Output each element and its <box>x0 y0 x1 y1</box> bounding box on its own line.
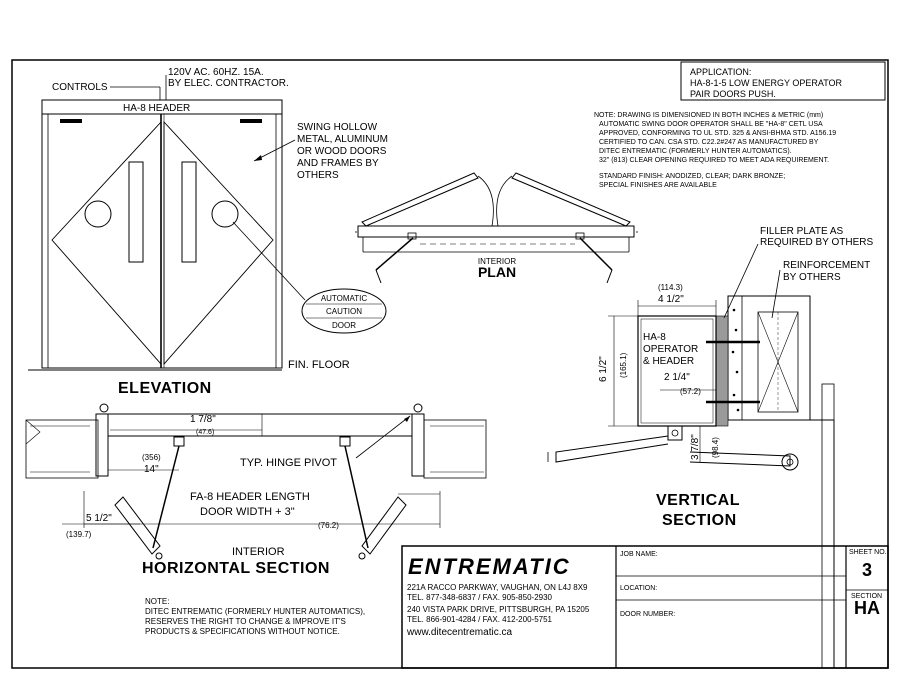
filler-label-2: REQUIRED BY OTHERS <box>760 237 873 248</box>
application-label: APPLICATION: <box>690 67 751 77</box>
dim-165-1: (165.1) <box>619 352 628 378</box>
operator-label-1: HA-8 <box>643 332 666 343</box>
vertical-title-1: VERTICAL <box>656 492 740 509</box>
title-block-fields: JOB NAME: LOCATION: DOOR NUMBER: SHEET N… <box>620 549 887 618</box>
door-note-2: METAL, ALUMINUM <box>297 134 388 145</box>
door-note-1: SWING HOLLOW <box>297 122 378 133</box>
ha8-header-label: HA-8 HEADER <box>123 103 190 114</box>
dim-4-1-2: 4 1/2" <box>658 294 684 305</box>
door-width-label: DOOR WIDTH + 3" <box>200 506 295 518</box>
company-block: ENTREMATIC 221A RACCO PARKWAY, VAUGHAN, … <box>406 554 590 638</box>
sheet-no-label: SHEET NO. <box>849 549 887 556</box>
floor-label: FIN. FLOOR <box>288 359 350 371</box>
note-line-5: DITEC ENTREMATIC (FORMERLY HUNTER AUTOMA… <box>599 148 792 155</box>
footer-note-3: RESERVES THE RIGHT TO CHANGE & IMPROVE I… <box>145 617 346 626</box>
dim-47-6: (47.6) <box>196 429 214 436</box>
dim-14: 14" <box>144 464 159 475</box>
door-note-4: AND FRAMES BY <box>297 158 379 169</box>
location-label: LOCATION: <box>620 585 657 592</box>
hinge-pivot-label: TYP. HINGE PIVOT <box>240 457 337 469</box>
dim-3-7-8: 3 7/8" <box>690 434 701 460</box>
caution-line-1: AUTOMATIC <box>321 294 368 303</box>
note-line-3: APPROVED, CONFORMING TO UL STD. 325 & AN… <box>599 130 836 137</box>
application-line2: PAIR DOORS PUSH. <box>690 89 776 99</box>
dim-356: (356) <box>142 453 161 462</box>
company-logo: ENTREMATIC <box>408 554 571 579</box>
company-tel-1: TEL. 877-348-6837 / FAX. 905-850-2930 <box>407 593 553 602</box>
dim-98-4: (98.4) <box>711 437 720 458</box>
finish-line-1: STANDARD FINISH: ANODIZED, CLEAR; DARK B… <box>599 173 785 180</box>
footer-note: NOTE: DITEC ENTREMATIC (FORMERLY HUNTER … <box>145 597 365 636</box>
application-line1: HA-8-1-5 LOW ENERGY OPERATOR <box>690 78 843 88</box>
note-line-1: NOTE: DRAWING IS DIMENSIONED IN BOTH INC… <box>594 112 823 119</box>
power-label-1: 120V AC. 60HZ. 15A. <box>168 67 264 78</box>
vertical-section <box>547 243 835 668</box>
door-note-3: OR WOOD DOORS <box>297 146 387 157</box>
operator-label-3: & HEADER <box>643 356 694 367</box>
footer-note-2: DITEC ENTREMATIC (FORMERLY HUNTER AUTOMA… <box>145 607 365 616</box>
dim-1-7-8: 1 7/8" <box>190 414 216 425</box>
company-address-2: 240 VISTA PARK DRIVE, PITTSBURGH, PA 152… <box>407 605 590 614</box>
application-box: APPLICATION: HA-8-1-5 LOW ENERGY OPERATO… <box>680 61 886 101</box>
dim-57-2: (57.2) <box>680 387 701 396</box>
dim-139-7: (139.7) <box>66 530 92 539</box>
door-number-label: DOOR NUMBER: <box>620 611 675 618</box>
title-block <box>401 545 889 669</box>
company-website: www.ditecentrematic.ca <box>406 627 512 638</box>
plan-interior-label: INTERIOR <box>478 257 516 266</box>
job-name-label: JOB NAME: <box>620 551 658 558</box>
elevation-title: ELEVATION <box>118 380 212 397</box>
dim-5-1-2: 5 1/2" <box>86 513 112 524</box>
door-note-5: OTHERS <box>297 170 339 181</box>
vertical-title-2: SECTION <box>662 512 737 529</box>
horizontal-section-labels: 1 7/8" (47.6) (356) 14" TYP. HINGE PIVOT… <box>66 414 339 577</box>
dim-76-2: (76.2) <box>318 521 339 530</box>
filler-label-1: FILLER PLATE AS <box>760 226 844 237</box>
power-label-2: BY ELEC. CONTRACTOR. <box>168 78 289 89</box>
plan-labels: INTERIOR PLAN <box>478 257 516 280</box>
note-line-2: AUTOMATIC SWING DOOR OPERATOR SHALL BE "… <box>599 121 823 128</box>
operator-label-2: OPERATOR <box>643 344 698 355</box>
caution-line-3: DOOR <box>332 321 356 330</box>
dim-2-1-4: 2 1/4" <box>664 372 690 383</box>
sheet-number: 3 <box>862 560 872 580</box>
elevation-view <box>28 75 387 371</box>
footer-note-4: PRODUCTS & SPECIFICATIONS WITHOUT NOTICE… <box>145 627 340 636</box>
header-length-label: FA-8 HEADER LENGTH <box>190 491 310 503</box>
plan-view <box>355 172 638 284</box>
caution-line-2: CAUTION <box>326 307 362 316</box>
note-line-6: 32" (813) CLEAR OPENING REQUIRED TO MEET… <box>599 157 829 164</box>
footer-note-1: NOTE: <box>145 597 169 606</box>
reinforcement-label-2: BY OTHERS <box>783 272 841 283</box>
horizontal-section-title: HORIZONTAL SECTION <box>142 560 330 577</box>
reinforcement-label-1: REINFORCEMENT <box>783 260 870 271</box>
plan-title: PLAN <box>478 264 516 280</box>
section-code: HA <box>854 598 880 618</box>
vertical-section-labels: FILLER PLATE AS REQUIRED BY OTHERS REINF… <box>598 226 873 529</box>
controls-label: CONTROLS <box>52 82 108 93</box>
company-tel-2: TEL. 866-901-4284 / FAX. 412-200-5751 <box>407 615 553 624</box>
spec-note: NOTE: DRAWING IS DIMENSIONED IN BOTH INC… <box>594 112 836 189</box>
section-label: SECTION <box>851 593 882 600</box>
dim-114-3: (114.3) <box>658 283 683 292</box>
horizontal-section <box>25 403 487 560</box>
elevation-labels: CONTROLS 120V AC. 60HZ. 15A. BY ELEC. CO… <box>52 67 388 397</box>
dim-6-1-2: 6 1/2" <box>598 356 609 382</box>
note-line-4: CERTIFIED TO CAN. CSA STD. C22.2#247 AS … <box>599 139 819 146</box>
horizontal-interior-label: INTERIOR <box>232 546 285 558</box>
company-address-1: 221A RACCO PARKWAY, VAUGHAN, ON L4J 8X9 <box>407 583 588 592</box>
finish-line-2: SPECIAL FINISHES ARE AVAILABLE <box>599 182 717 189</box>
